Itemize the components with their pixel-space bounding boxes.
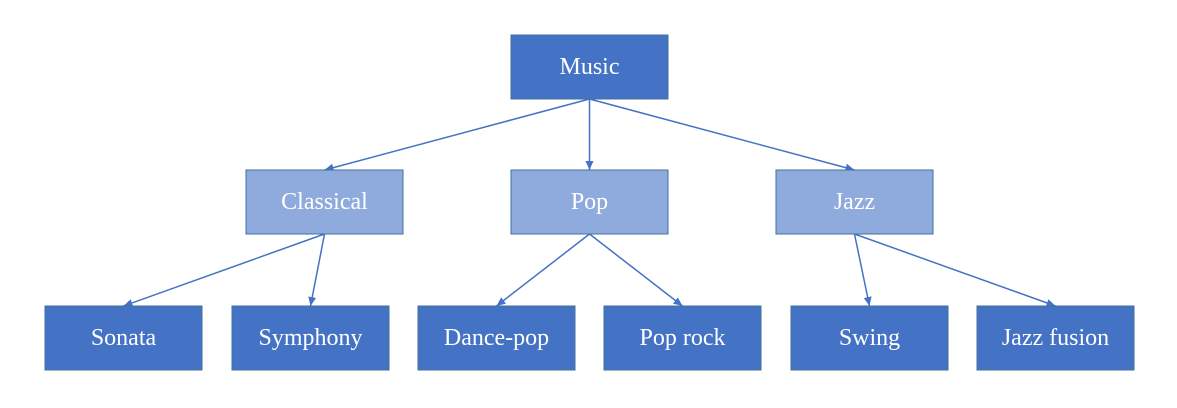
node-pop-rock-label: Pop rock [640, 325, 726, 351]
node-symphony: Symphony [231, 305, 390, 371]
node-jazz-label: Jazz [834, 189, 875, 215]
node-sonata: Sonata [44, 305, 203, 371]
node-pop: Pop [510, 169, 669, 235]
node-classical: Classical [245, 169, 404, 235]
node-dance-pop-box [417, 305, 576, 371]
edge-jazz-to-jazz-fusion [854, 233, 1056, 307]
node-jazz-box [775, 169, 934, 235]
node-pop-box [510, 169, 669, 235]
edges [123, 98, 1056, 307]
node-jazz-fusion-box [976, 305, 1135, 371]
edge-pop-to-dance-pop [496, 233, 590, 307]
node-sonata-label: Sonata [91, 325, 157, 351]
edge-classical-to-sonata [123, 233, 325, 307]
node-swing: Swing [790, 305, 949, 371]
node-music: Music [510, 34, 669, 100]
edge-music-to-jazz [589, 98, 855, 172]
node-classical-label: Classical [281, 189, 368, 215]
node-classical-box [245, 169, 404, 235]
edge-music-to-classical [324, 98, 590, 172]
node-sonata-box [44, 305, 203, 371]
node-jazz-fusion-label: Jazz fusion [1002, 325, 1109, 351]
node-jazz: Jazz [775, 169, 934, 235]
node-pop-rock: Pop rock [603, 305, 762, 371]
node-dance-pop: Dance-pop [417, 305, 576, 371]
node-symphony-label: Symphony [258, 325, 362, 351]
node-pop-rock-box [603, 305, 762, 371]
edge-jazz-to-swing [853, 233, 872, 307]
node-pop-label: Pop [571, 189, 608, 215]
node-symphony-box [231, 305, 390, 371]
edge-pop-to-pop-rock [589, 233, 683, 307]
node-dance-pop-label: Dance-pop [444, 325, 549, 351]
node-music-label: Music [560, 54, 620, 80]
node-jazz-fusion: Jazz fusion [976, 305, 1135, 371]
node-swing-label: Swing [839, 325, 900, 351]
edge-classical-to-symphony [308, 233, 326, 307]
nodes: Music Classical Pop Jazz Sonata Symphony… [44, 34, 1135, 371]
node-music-box [510, 34, 669, 100]
node-swing-box [790, 305, 949, 371]
